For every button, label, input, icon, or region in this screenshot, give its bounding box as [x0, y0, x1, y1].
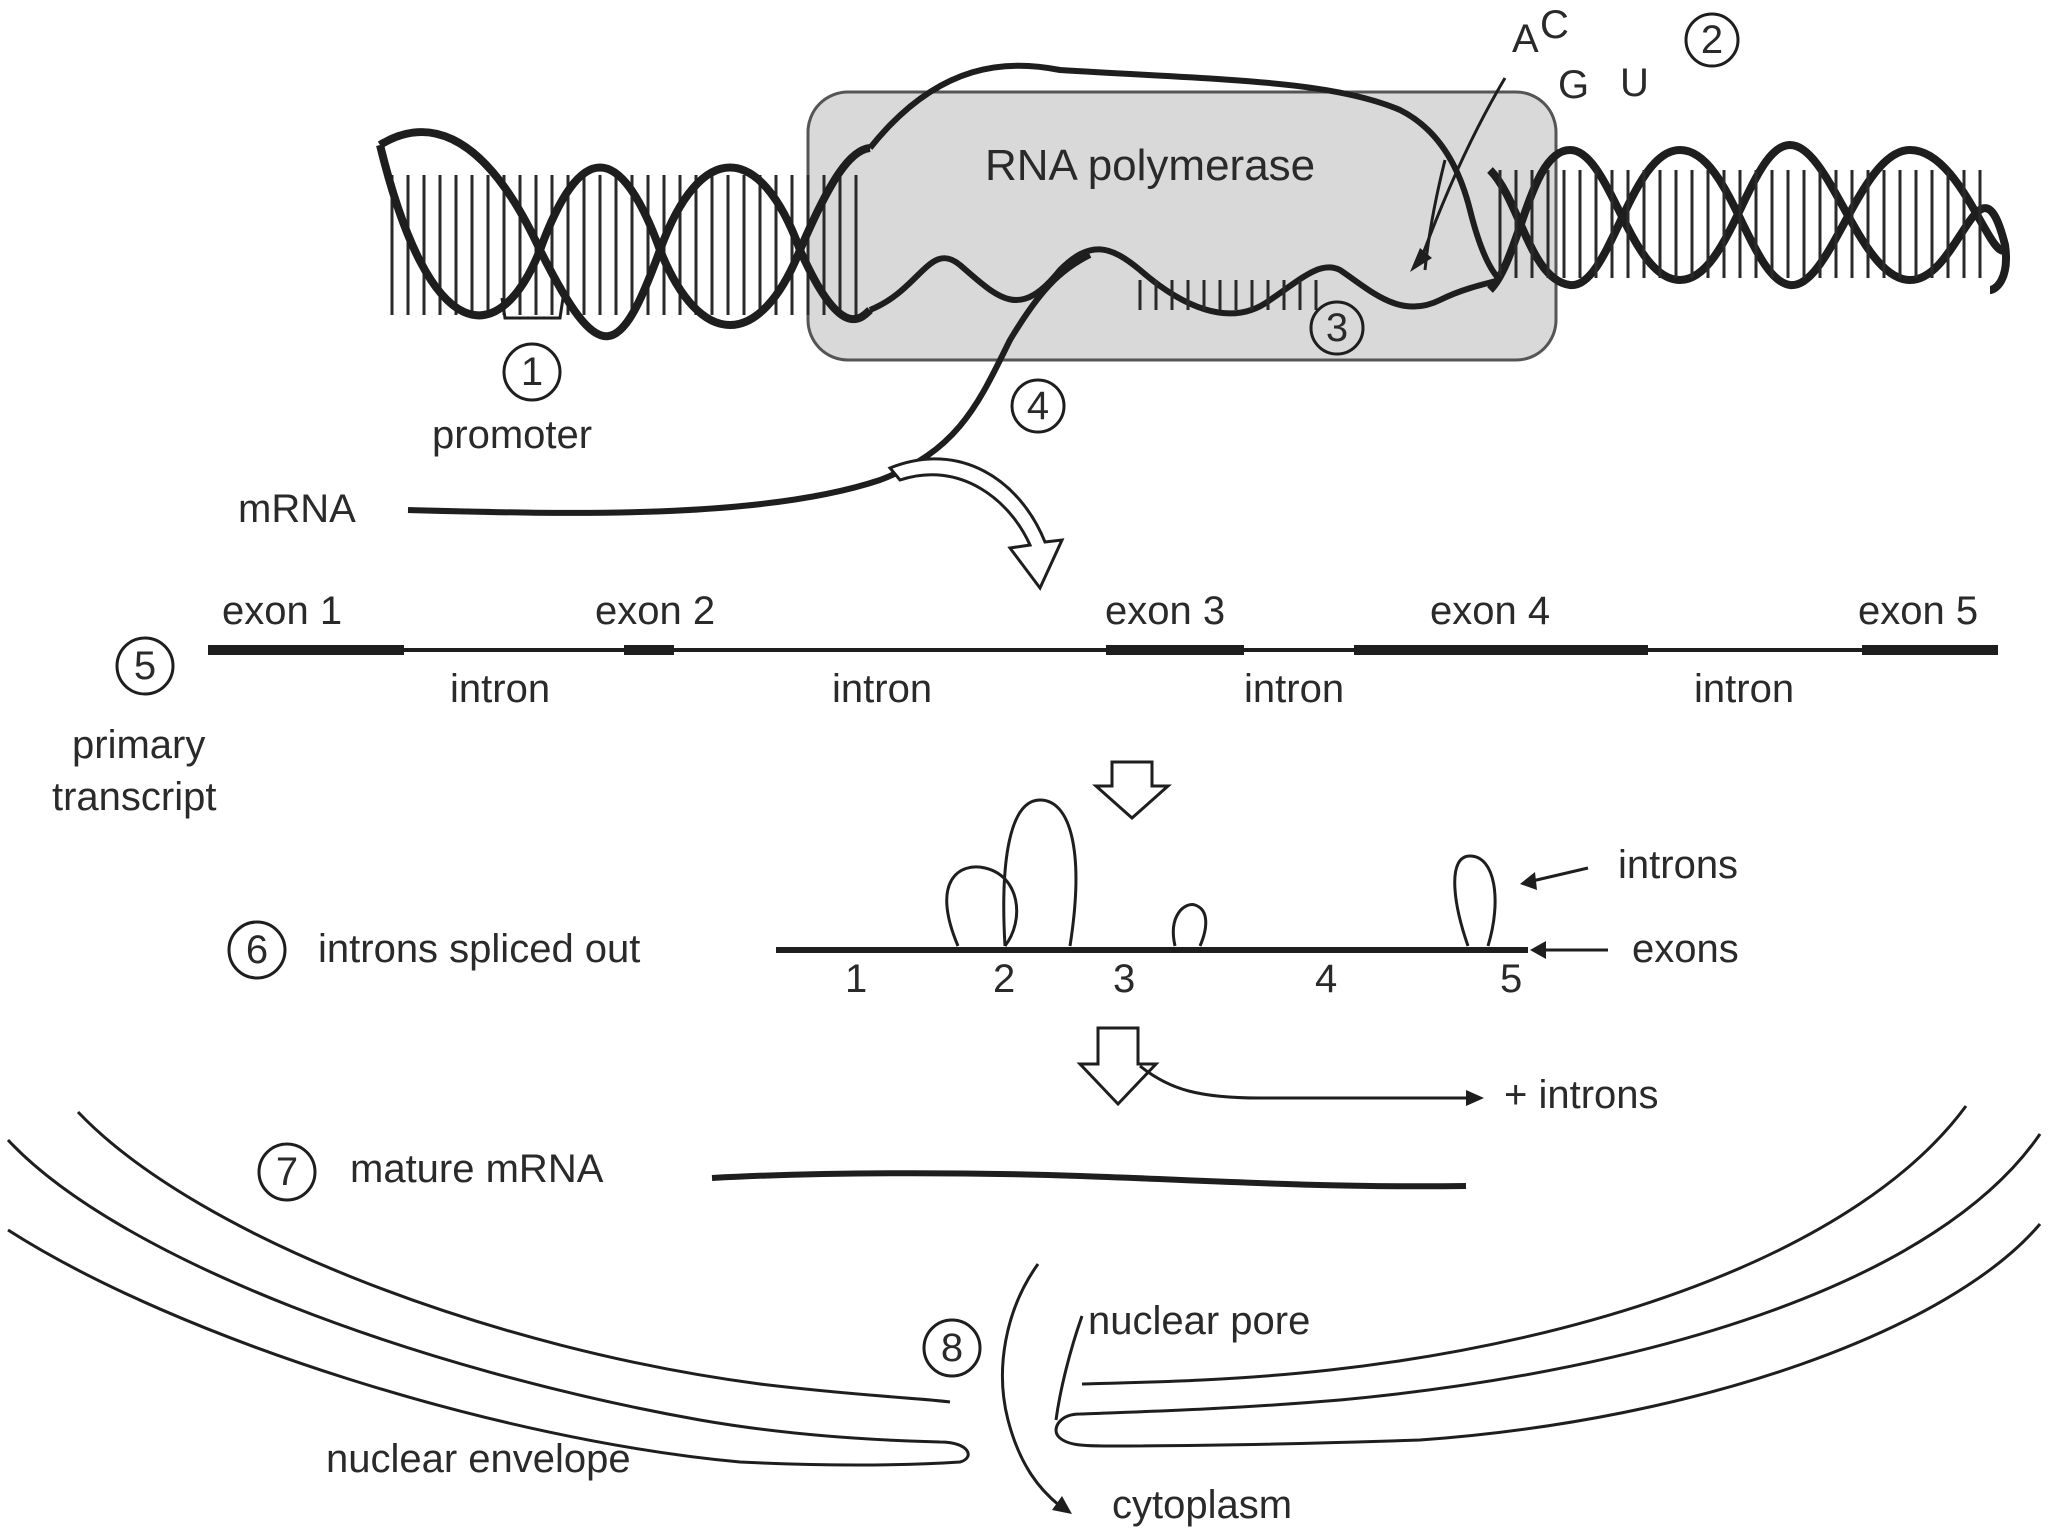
- exon-4-label: exon 4: [1430, 589, 1550, 633]
- step-7-marker: 7: [257, 1142, 317, 1202]
- step-5-marker: 5: [115, 636, 175, 696]
- svg-text:7: 7: [276, 1150, 298, 1194]
- nuclear-pore-pointer: [1054, 1315, 1084, 1421]
- introns-removed-arrow-head: [1466, 1090, 1484, 1106]
- nucleotide-c: C: [1540, 3, 1569, 47]
- step-1-marker: 1: [500, 297, 565, 402]
- exon-1-label: exon 1: [222, 589, 342, 633]
- splice-number-3: 3: [1113, 957, 1135, 1001]
- nucleotide-a: A: [1512, 17, 1539, 61]
- introns-pointer-label: introns: [1618, 843, 1738, 887]
- introns-pointer-line: [1527, 866, 1589, 884]
- step-6-marker: 6: [227, 920, 287, 980]
- nucleotide-g: G: [1558, 63, 1589, 107]
- dna-top-strand-loop: [867, 62, 1503, 283]
- cytoplasm-label: cytoplasm: [1112, 1483, 1292, 1527]
- step-4-marker: 4: [1010, 378, 1066, 434]
- transcription-bubble-hatching: [1138, 280, 1318, 310]
- svg-text:5: 5: [134, 644, 156, 688]
- step-3-marker: 3: [1309, 300, 1365, 356]
- exon-5-label: exon 5: [1858, 589, 1978, 633]
- intron-3-label: intron: [1244, 667, 1344, 711]
- intron-1-label: intron: [450, 667, 550, 711]
- splice-number-5: 5: [1500, 957, 1522, 1001]
- step-2-marker: 2: [1684, 12, 1740, 68]
- nuclear-pore-label: nuclear pore: [1088, 1299, 1310, 1343]
- promoter-label: promoter: [432, 413, 592, 457]
- mature-mrna-strand: [711, 1170, 1467, 1190]
- svg-text:6: 6: [246, 928, 268, 972]
- plus-introns-label: + introns: [1504, 1073, 1659, 1117]
- dna-template-strand: [868, 246, 1501, 317]
- rna-polymerase-label: RNA polymerase: [985, 141, 1315, 190]
- block-arrow-1: [1092, 760, 1172, 821]
- svg-text:1: 1: [521, 350, 543, 394]
- introns-removed-arrow: [1139, 1064, 1470, 1100]
- svg-text:8: 8: [941, 1326, 963, 1370]
- pore-mrna-path: [1000, 1263, 1061, 1508]
- mature-mrna-label: mature mRNA: [350, 1147, 604, 1191]
- splice-number-2: 2: [993, 957, 1015, 1001]
- nucleotide-u: U: [1620, 61, 1649, 105]
- mrna-label: mRNA: [238, 487, 356, 531]
- splice-number-4: 4: [1315, 957, 1337, 1001]
- splice-number-1: 1: [845, 957, 867, 1001]
- cytoplasm-arrow-head: [1052, 1496, 1072, 1514]
- exon-2-label: exon 2: [595, 589, 715, 633]
- dna-helix-left: [376, 128, 873, 341]
- nucleotide-arrow-2: [1423, 159, 1447, 271]
- curved-arrow-down: [887, 457, 1065, 591]
- exons-pointer-head: [1530, 941, 1546, 959]
- intron-2-label: intron: [832, 667, 932, 711]
- block-arrow-2: [1076, 1026, 1160, 1107]
- introns-pointer-head: [1520, 872, 1537, 890]
- nuclear-envelope: [6, 1105, 2042, 1467]
- rna-polymerase-box: [806, 90, 1558, 362]
- exons-pointer-label: exons: [1632, 927, 1739, 971]
- step-8-marker: 8: [922, 1318, 982, 1378]
- introns-spliced-label: introns spliced out: [318, 927, 640, 971]
- svg-text:4: 4: [1027, 384, 1049, 428]
- primary-label-line1: primary: [72, 723, 205, 767]
- nuclear-envelope-label: nuclear envelope: [326, 1437, 631, 1481]
- primary-label-line2: transcript: [52, 775, 217, 819]
- svg-text:3: 3: [1326, 306, 1348, 350]
- svg-text:2: 2: [1701, 18, 1723, 62]
- intron-4-label: intron: [1694, 667, 1794, 711]
- dna-helix-right: [1486, 140, 2010, 294]
- exon-3-label: exon 3: [1105, 589, 1225, 633]
- intron-loops: [945, 798, 1497, 947]
